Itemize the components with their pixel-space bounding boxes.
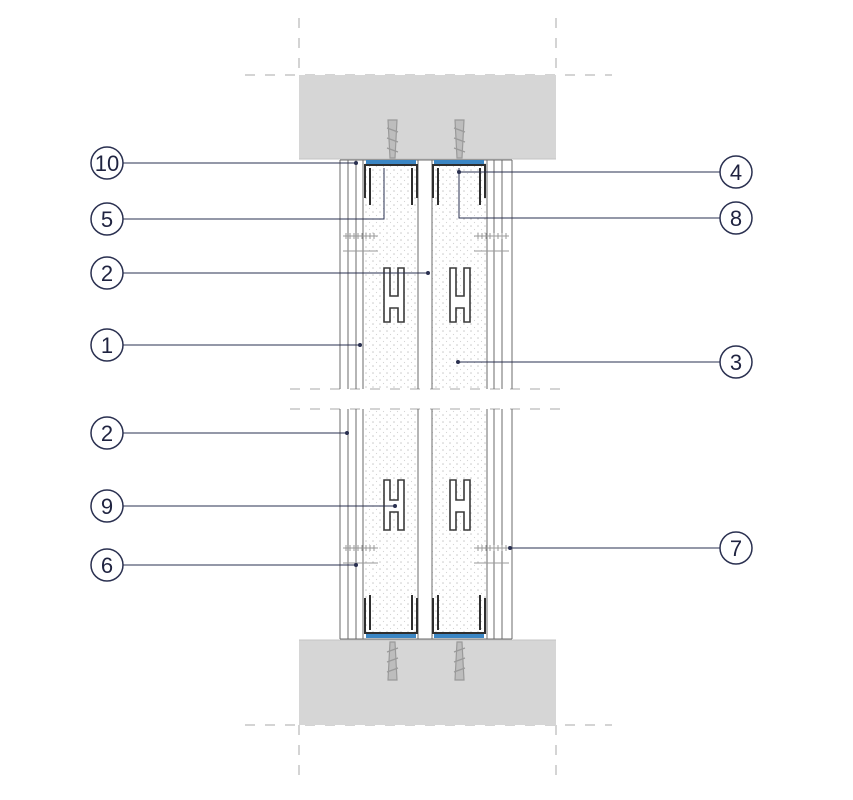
callout-label: 5 bbox=[101, 207, 113, 232]
screw bbox=[343, 233, 509, 564]
wall-section-lower bbox=[339, 409, 513, 640]
floor-slab bbox=[299, 639, 556, 725]
ceiling-slab bbox=[299, 75, 556, 160]
callout-label: 6 bbox=[101, 553, 113, 578]
callout-left-1: 1 bbox=[90, 328, 124, 362]
leader-lines bbox=[123, 162, 720, 566]
callout-right-7: 7 bbox=[719, 531, 753, 565]
callout-right-8: 8 bbox=[719, 201, 753, 235]
top-track bbox=[364, 160, 486, 198]
slab-anchor bbox=[386, 119, 466, 681]
callout-label: 7 bbox=[730, 536, 742, 561]
leader-dots bbox=[345, 161, 512, 567]
callout-left-10: 10 bbox=[90, 146, 124, 180]
callout-left-5: 5 bbox=[90, 202, 124, 236]
stud-flange bbox=[369, 168, 481, 630]
callout-label: 2 bbox=[101, 261, 113, 286]
callout-left-2-upper: 2 bbox=[90, 256, 124, 290]
callout-right-3: 3 bbox=[719, 345, 753, 379]
callout-left-9: 9 bbox=[90, 489, 124, 523]
callout-label: 2 bbox=[101, 421, 113, 446]
bottom-track bbox=[364, 598, 486, 638]
callout-label: 1 bbox=[101, 333, 113, 358]
callout-left-6: 6 bbox=[90, 548, 124, 582]
callout-label: 4 bbox=[730, 160, 742, 185]
callout-label: 9 bbox=[101, 494, 113, 519]
callout-label: 3 bbox=[730, 350, 742, 375]
callout-left-2-lower: 2 bbox=[90, 416, 124, 450]
callout-label: 8 bbox=[730, 206, 742, 231]
wall-section-upper bbox=[339, 159, 513, 389]
callout-label: 10 bbox=[95, 151, 119, 176]
callout-right-4: 4 bbox=[719, 155, 753, 189]
